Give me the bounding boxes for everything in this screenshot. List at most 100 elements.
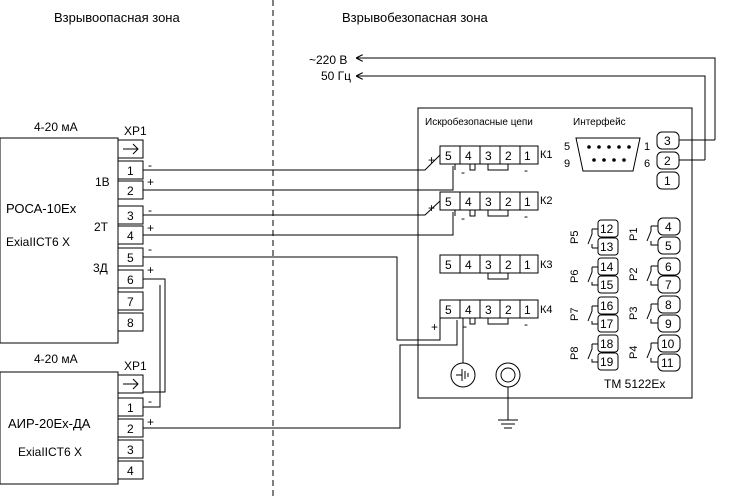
k2-pin4: 4	[465, 195, 472, 209]
relay-right-column: 4 5 6 7 8 9 10 11 Р1 Р2 Р3 Р4	[628, 217, 681, 372]
s1-pin5-minus: -	[148, 242, 152, 256]
relay-pin-6: 6	[665, 260, 672, 274]
k2-minus: -	[461, 211, 465, 225]
sensor2-pin-3	[117, 439, 144, 459]
k3-pin2: 2	[505, 258, 512, 272]
s2-pin2-plus: +	[147, 415, 154, 429]
connector-k1: 5 4 3 2 1 К1 + - -	[428, 145, 553, 179]
k4-plus: +	[431, 320, 438, 334]
barrier-model: ТМ 5122Ех	[604, 377, 665, 391]
sensor1-pin-2-label: 2	[127, 184, 134, 198]
connector-k4: 5 4 3 2 1 К4 + - -	[431, 299, 553, 334]
k3-pin4: 4	[465, 258, 472, 272]
k4-pin3: 3	[485, 303, 492, 317]
k1-plus: +	[428, 153, 435, 167]
s1-pin4-plus: +	[147, 221, 154, 235]
sensor2-pin-4	[117, 460, 144, 480]
relay-pin-16: 16	[600, 299, 614, 313]
sensor2-current: 4-20 мА	[34, 352, 78, 366]
db9-pin-6: 6	[644, 158, 650, 170]
k4-minus: -	[463, 319, 467, 333]
sensor-rosa: 4-20 мА XP1 1В РОСА-10Ех 2Т ExiaIICT6 X …	[0, 120, 154, 344]
k1-label: К1	[540, 149, 553, 161]
sensor2-name: АИР-20Ех-ДА	[8, 416, 91, 431]
relay-pin-4: 4	[665, 220, 672, 234]
power-pin-2: 2	[664, 154, 671, 168]
sensor1-pin-7	[117, 291, 144, 311]
wire-s1-pin4	[143, 212, 454, 236]
k4-label: К4	[540, 304, 553, 316]
relay-left-column: 12 13 14 15 16 17 18 19 Р5 Р6 Р7 Р8	[569, 219, 619, 371]
relay-p3-label: Р3	[628, 307, 640, 320]
db9-pin-5: 5	[564, 141, 570, 153]
sensor1-output-2t: 2Т	[94, 220, 109, 234]
intrinsic-circuits-label: Искробезопасные цепи	[425, 116, 533, 128]
k2-pin5: 5	[445, 195, 452, 209]
k1-minus: -	[461, 165, 465, 179]
connector-k3: 5 4 3 2 1 К3	[439, 254, 553, 280]
k4-pin1: 1	[524, 303, 531, 317]
sensor2-body	[0, 371, 119, 485]
sensor2-marking: ExiaIICT6 X	[18, 445, 82, 459]
relay-pin-7: 7	[665, 278, 672, 292]
sensor1-name: РОСА-10Ех	[6, 201, 77, 216]
relay-p8-label: Р8	[569, 347, 581, 360]
sensor1-connector-arrow-icon	[123, 143, 139, 155]
relay-pin-13: 13	[600, 240, 614, 254]
k2-plus: +	[428, 201, 435, 215]
db9-pin-1: 1	[644, 141, 650, 153]
s2-pin1-minus: -	[148, 394, 152, 408]
wire-s1-pin1	[143, 154, 441, 171]
k3-pin5: 5	[445, 258, 452, 272]
sensor1-pin-5-label: 5	[127, 251, 134, 265]
interface-label: Интерфейс	[573, 116, 626, 128]
sensor1-pin-3-label: 3	[127, 209, 134, 223]
power-voltage-label: ~220 В	[309, 53, 347, 67]
earth-ground-icon	[495, 362, 521, 429]
sensor2-pin-3-label: 3	[127, 443, 134, 457]
sensor1-output-1v: 1В	[95, 175, 110, 189]
relay-p1-label: Р1	[628, 228, 640, 241]
sensor1-connector-label: XP1	[124, 124, 147, 138]
relay-pin-5: 5	[665, 239, 672, 253]
relay-pin-19: 19	[600, 355, 614, 369]
k1-pin3: 3	[485, 149, 492, 163]
hazardous-zone-label: Взрывоопасная зона	[54, 10, 180, 25]
wire-s2-pin1	[143, 285, 161, 408]
sensor1-pin-4-label: 4	[127, 229, 134, 243]
k2-pin1: 1	[524, 195, 531, 209]
k4-pin4: 4	[465, 303, 472, 317]
power-line-frequency	[356, 76, 706, 160]
sensor1-body	[0, 137, 119, 344]
k1-pin4: 4	[465, 149, 472, 163]
wire-s1-pin3	[143, 200, 441, 216]
s1-pin1-minus: -	[148, 158, 152, 172]
sensor2-connector-arrow-icon	[123, 378, 139, 390]
connector-k2: 5 4 3 2 1 К2 + - -	[428, 191, 553, 225]
sensor2-connector-label: XP1	[124, 359, 147, 373]
sensor1-marking: ExiaIICT6 X	[6, 235, 70, 249]
k1-pin5: 5	[445, 149, 452, 163]
sensor-air: 4-20 мА XP1 АИР-20Ех-ДА ExiaIICT6 X 1 2 …	[0, 352, 154, 485]
power-terminals: 3 2 1	[656, 131, 715, 190]
wire-s1-pin6	[143, 278, 166, 393]
sensor1-pin-8-label: 8	[127, 316, 134, 330]
k1-pin2: 2	[505, 149, 512, 163]
relay-pin-14: 14	[600, 260, 614, 274]
relay-pin-12: 12	[600, 222, 614, 236]
db9-connector: 5 9 1 6	[564, 137, 650, 172]
relay-p7-label: Р7	[569, 308, 581, 321]
s1-pin3-minus: -	[148, 203, 152, 217]
power-line-voltage	[356, 58, 716, 140]
relay-pin-8: 8	[665, 298, 672, 312]
power-pin-3: 3	[664, 134, 671, 148]
sensor1-current: 4-20 мА	[34, 120, 78, 134]
sensor1-pin-6-label: 6	[127, 273, 134, 287]
sensor2-pin-2-label: 2	[127, 422, 134, 436]
power-pin-1: 1	[664, 174, 671, 188]
sensor1-pin-1-label: 1	[127, 164, 134, 178]
k4-pin5: 5	[445, 303, 452, 317]
relay-pin-10: 10	[661, 337, 675, 351]
k1-pin1: 1	[524, 149, 531, 163]
